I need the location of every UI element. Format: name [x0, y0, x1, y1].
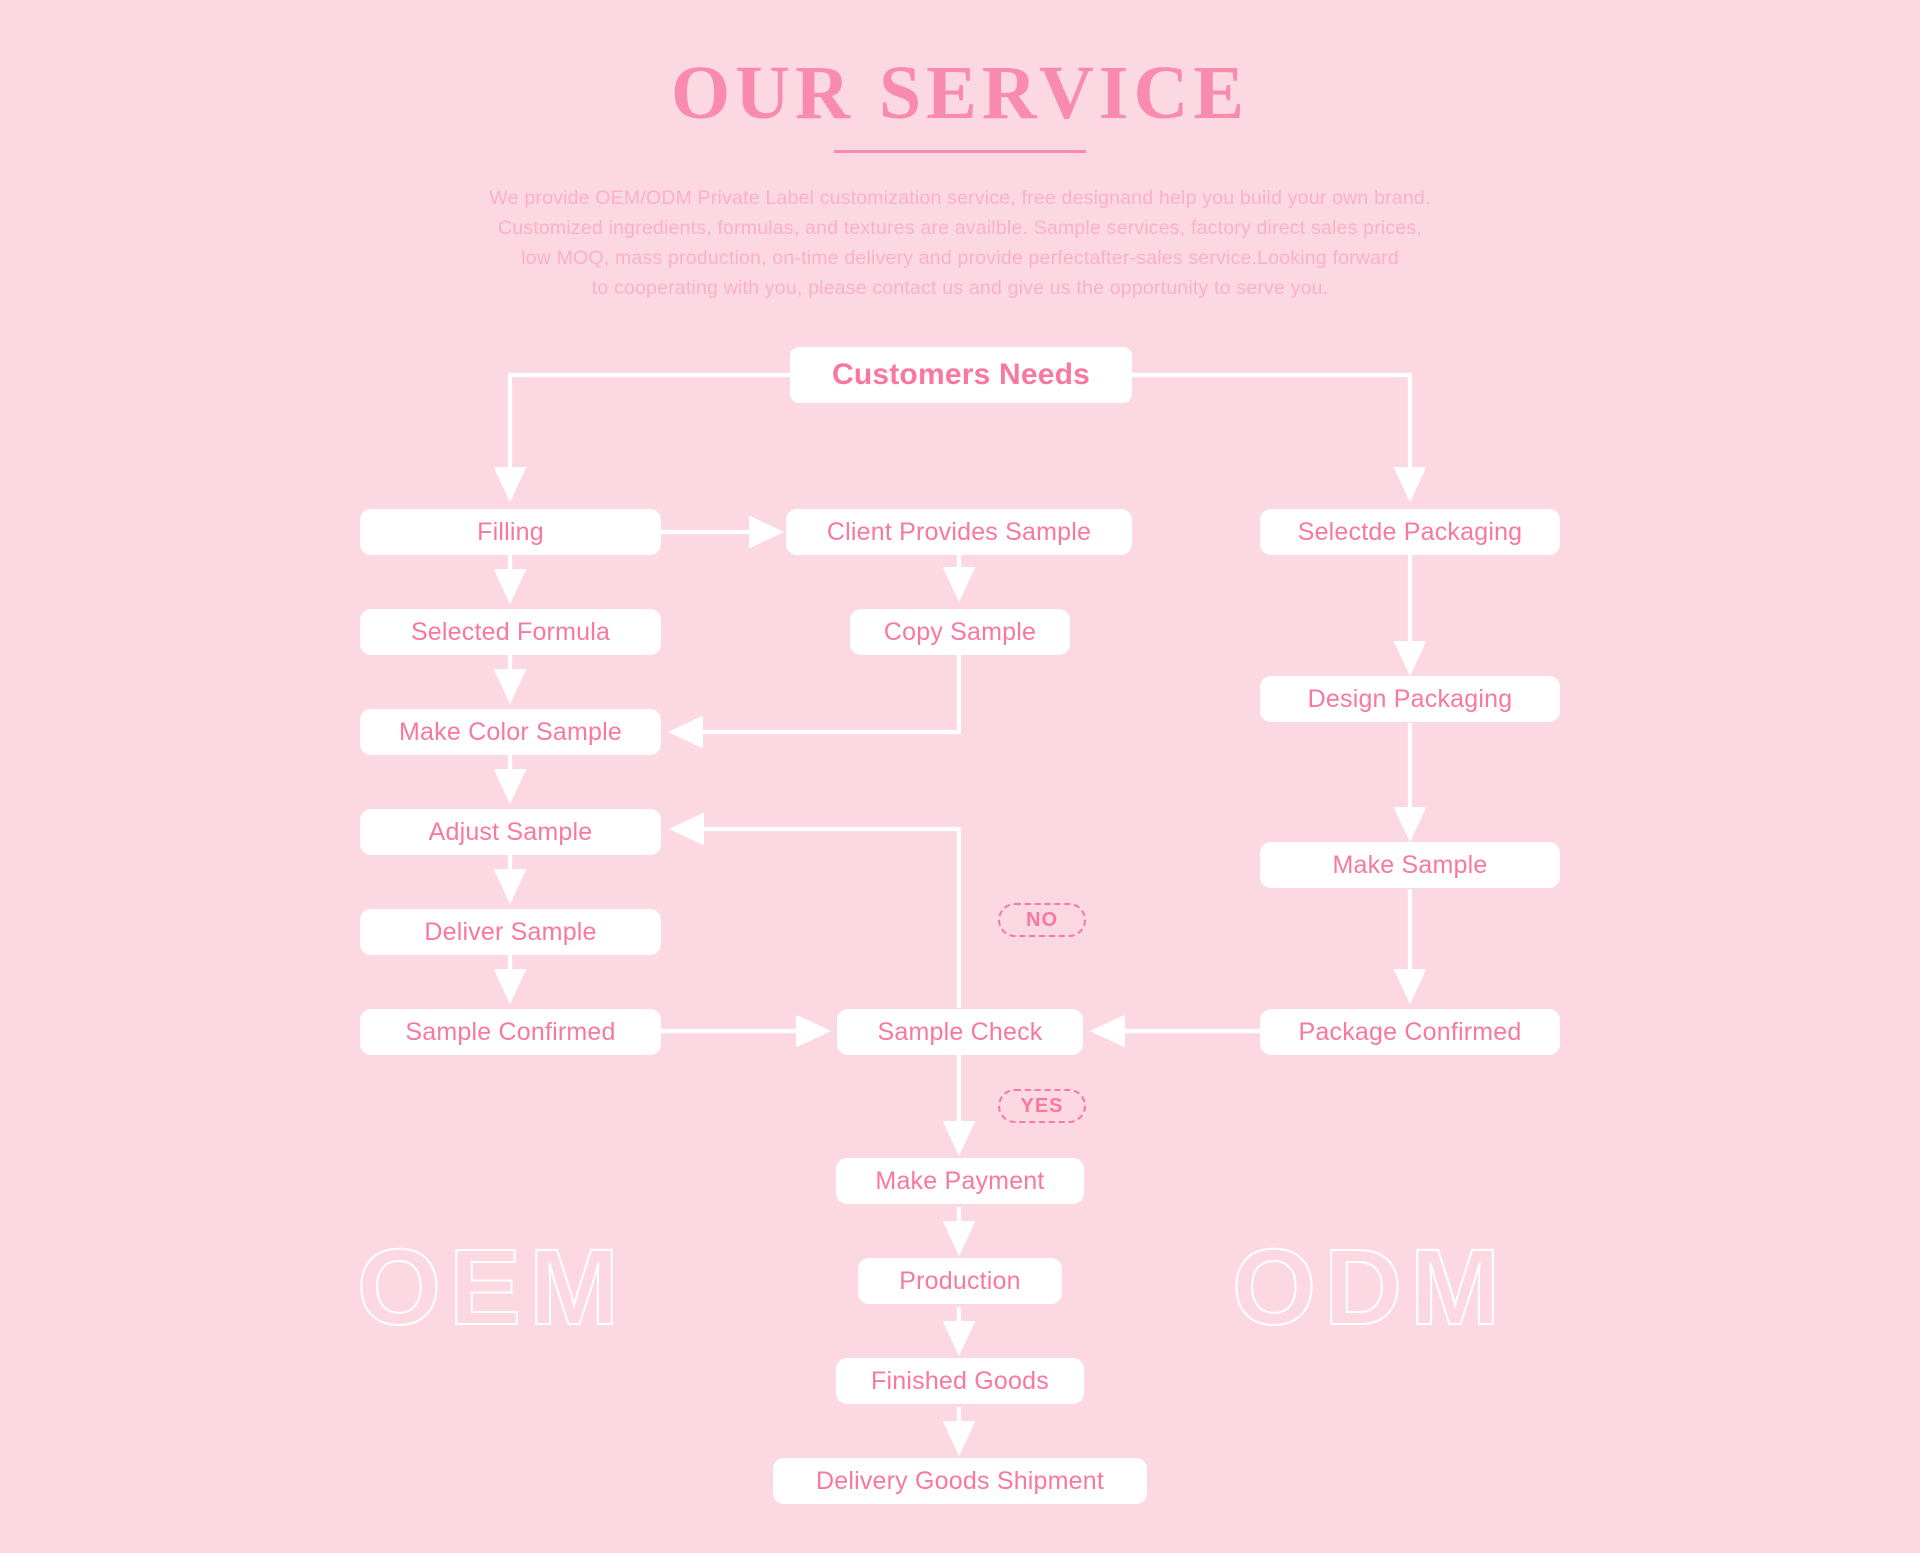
edge-check-no-to-adjust: [668, 812, 962, 1008]
node-filling[interactable]: Filling: [360, 509, 661, 555]
edge-needs-to-packaging: [1132, 372, 1427, 503]
node-label: Delivery Goods Shipment: [815, 1466, 1105, 1495]
node-label: Selectde Packaging: [1297, 517, 1523, 546]
node-selected-formula[interactable]: Selected Formula: [360, 609, 661, 655]
node-copy-sample[interactable]: Copy Sample: [850, 609, 1070, 655]
node-finished-goods[interactable]: Finished Goods: [836, 1358, 1084, 1404]
node-label: Production: [899, 1266, 1021, 1295]
node-label: Package Confirmed: [1298, 1017, 1522, 1046]
intro-line-4: to cooperating with you, please contact …: [591, 277, 1329, 300]
node-label: Filling: [477, 517, 544, 546]
node-sample-confirmed[interactable]: Sample Confirmed: [360, 1009, 661, 1055]
intro-line-3: low MOQ, mass production, on-time delive…: [521, 247, 1399, 270]
node-label: Adjust Sample: [428, 817, 593, 846]
node-make-payment[interactable]: Make Payment: [836, 1158, 1084, 1204]
node-label: Copy Sample: [883, 617, 1037, 646]
edge-label-yes: YES: [998, 1089, 1086, 1123]
edge-label-text: NO: [1026, 908, 1058, 931]
node-package-confirmed[interactable]: Package Confirmed: [1260, 1009, 1560, 1055]
title-underline: [834, 149, 1086, 153]
oem-watermark: OEM: [356, 1226, 628, 1347]
intro-line-2: Customized ingredients, formulas, and te…: [497, 216, 1422, 239]
node-client-provides-sample[interactable]: Client Provides Sample: [786, 509, 1132, 555]
page-title: OUR SERVICE: [670, 51, 1250, 135]
node-label: Client Provides Sample: [826, 517, 1092, 546]
node-deliver-sample[interactable]: Deliver Sample: [360, 909, 661, 955]
node-label: Selected Formula: [410, 617, 611, 646]
node-label: Design Packaging: [1307, 684, 1513, 713]
node-delivery-goods-shipment[interactable]: Delivery Goods Shipment: [773, 1458, 1147, 1504]
node-label: Customers Needs: [831, 358, 1091, 391]
node-adjust-sample[interactable]: Adjust Sample: [360, 809, 661, 855]
edge-copy-to-colorsample: [667, 653, 962, 749]
intro-paragraph: We provide OEM/ODM Private Label customi…: [410, 183, 1510, 304]
edge-label-no: NO: [998, 903, 1086, 937]
node-production[interactable]: Production: [858, 1258, 1062, 1304]
node-label: Sample Confirmed: [405, 1017, 616, 1046]
node-customers-needs[interactable]: Customers Needs: [790, 347, 1132, 403]
node-label: Sample Check: [877, 1017, 1043, 1046]
node-label: Make Payment: [875, 1166, 1045, 1195]
page-header: OUR SERVICE We provide OEM/ODM Private L…: [0, 0, 1920, 303]
edge-label-text: YES: [1020, 1094, 1064, 1117]
node-sample-check[interactable]: Sample Check: [837, 1009, 1083, 1055]
intro-line-1: We provide OEM/ODM Private Label customi…: [489, 186, 1431, 209]
node-label: Finished Goods: [871, 1366, 1049, 1395]
node-make-color-sample[interactable]: Make Color Sample: [360, 709, 661, 755]
node-selectde-packaging[interactable]: Selectde Packaging: [1260, 509, 1560, 555]
node-make-sample[interactable]: Make Sample: [1260, 842, 1560, 888]
node-design-packaging[interactable]: Design Packaging: [1260, 676, 1560, 722]
node-label: Make Sample: [1332, 850, 1488, 879]
node-label: Deliver Sample: [424, 917, 597, 946]
odm-watermark: ODM: [1231, 1226, 1508, 1347]
edge-needs-to-filling: [493, 372, 790, 503]
node-label: Make Color Sample: [399, 717, 622, 746]
